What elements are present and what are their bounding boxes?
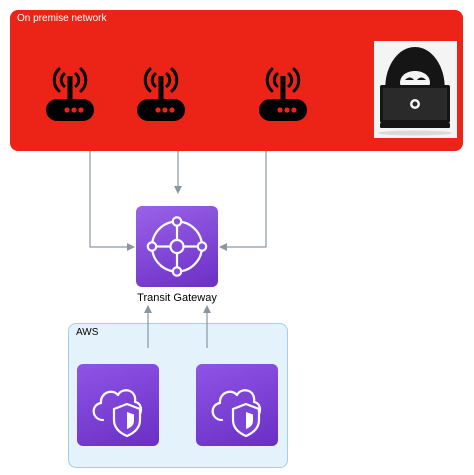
wifi-router-icon [46, 67, 94, 121]
connector-router1-to-tgw [89, 151, 135, 251]
onprem-network-label: On premise network [17, 13, 107, 24]
wifi-router-icon [137, 67, 185, 121]
connector-router3-to-tgw [219, 151, 267, 251]
hacker-laptop-icon [378, 47, 452, 136]
transit-gateway-node [136, 206, 218, 287]
aws-group-label: AWS [76, 327, 99, 338]
vpc-node [77, 364, 159, 446]
hacker-card [374, 41, 457, 138]
cloud-shield-icon [211, 389, 262, 438]
transit-gateway-icon [146, 216, 208, 277]
transit-gateway-label: Transit Gateway [137, 292, 217, 304]
vpc-node [196, 364, 278, 446]
cloud-shield-icon [92, 389, 143, 438]
wifi-router-icon [259, 67, 307, 121]
